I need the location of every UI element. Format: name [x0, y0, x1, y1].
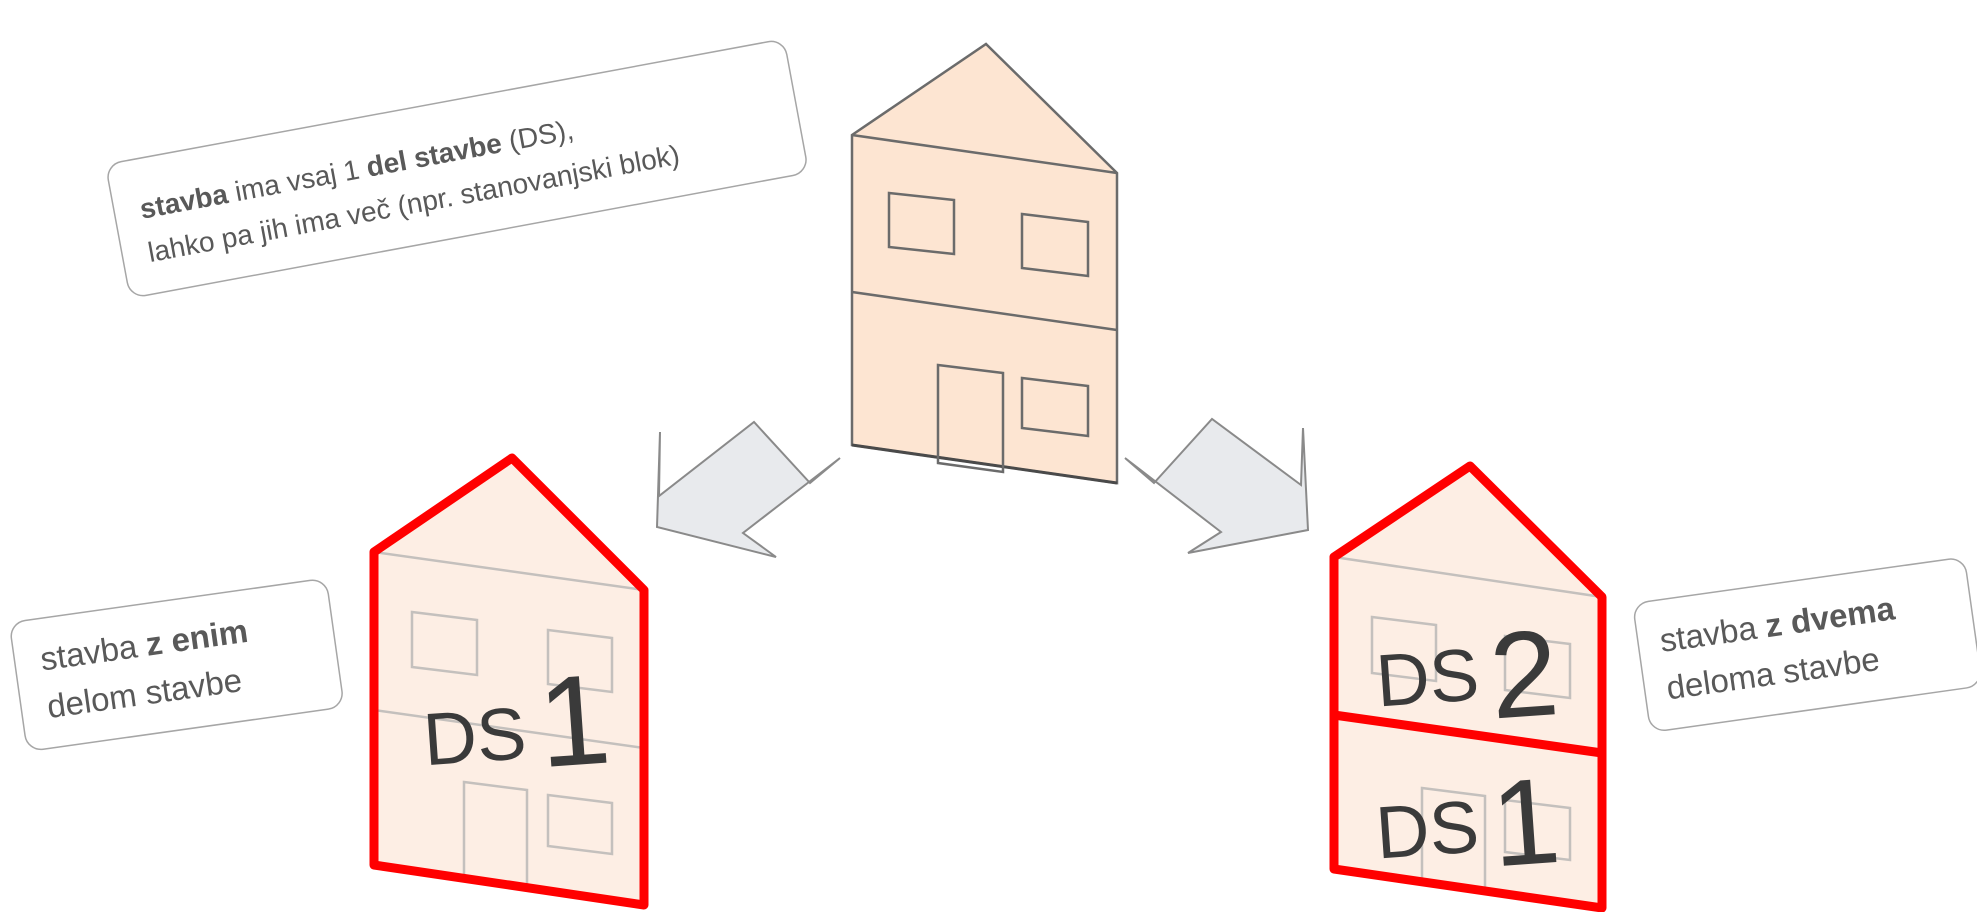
house-left-window-upper-left	[410, 610, 479, 677]
callout-top-box	[107, 40, 807, 297]
house-right: DS 2 DS 1	[1329, 461, 1607, 912]
house-top-floor-line	[851, 290, 1118, 332]
house-left: DS 1	[369, 453, 649, 910]
house-right-window-lower	[1503, 798, 1572, 862]
house-top-door	[936, 363, 1005, 474]
callout-right: stavba z dvema deloma stavbe	[1633, 558, 1977, 732]
house-left-ds-label: DS 1	[421, 647, 615, 795]
house-top-eave-line	[851, 133, 1118, 175]
house-top-body	[850, 42, 1119, 485]
house-right-outline	[1329, 461, 1607, 912]
house-top-window-upper-left	[887, 191, 956, 256]
house-right-window-upper-right	[1503, 634, 1572, 700]
house-right-divider	[1333, 710, 1603, 758]
house-left-body	[374, 458, 644, 905]
callout-top: stavba ima vsaj 1 del stavbe (DS), lahko…	[107, 40, 807, 297]
house-right-ds-label-lower: DS 1	[1373, 752, 1564, 892]
house-left-window-lower	[546, 793, 614, 856]
house-right-ds-prefix-upper: DS	[1373, 632, 1481, 722]
house-right-body	[1334, 466, 1602, 908]
house-right-ds-number-lower: 1	[1487, 752, 1564, 892]
house-top	[850, 42, 1119, 485]
house-top-ground-line	[851, 443, 1118, 485]
house-right-ds-number-upper: 2	[1485, 604, 1562, 744]
house-left-ds-number: 1	[534, 647, 615, 795]
callout-left-box	[10, 579, 343, 751]
callout-left: stavba z enim delom stavbe	[10, 579, 343, 751]
house-left-floor-line	[373, 708, 645, 750]
house-right-eave-line	[1333, 555, 1603, 599]
arrow-to-left-icon	[655, 420, 841, 558]
house-right-window-upper-left	[1370, 615, 1438, 683]
house-left-eave-line	[373, 550, 645, 592]
house-left-window-upper-right	[546, 628, 614, 694]
callout-right-box	[1633, 558, 1977, 732]
house-left-ds-prefix: DS	[421, 691, 529, 781]
house-top-window-lower	[1020, 376, 1090, 438]
house-right-ds-label-upper: DS 2	[1373, 604, 1562, 744]
house-right-ds-prefix-lower: DS	[1373, 784, 1481, 874]
house-top-window-upper-right	[1020, 212, 1090, 278]
arrow-to-right-icon	[1124, 417, 1310, 554]
house-left-outline	[369, 453, 649, 910]
